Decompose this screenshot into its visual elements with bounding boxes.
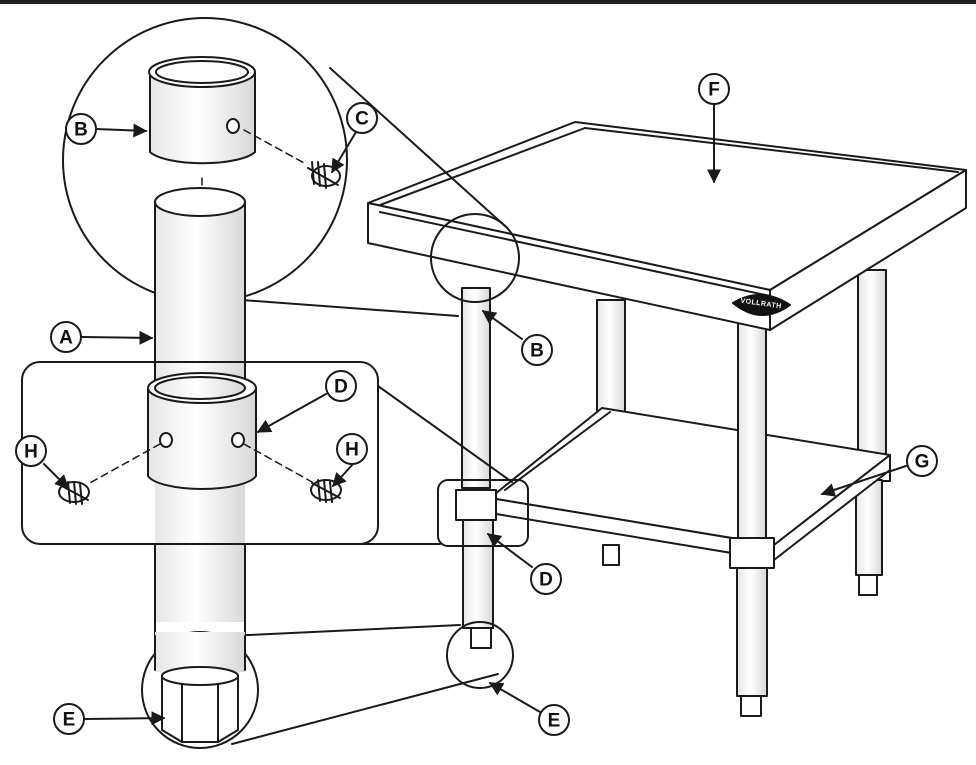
foot-tube <box>154 632 246 672</box>
top-sleeve <box>148 56 256 165</box>
callout-b-table-circle <box>521 334 553 366</box>
callout-d-table-circle <box>530 563 562 595</box>
callout-f-label: F <box>708 80 720 101</box>
callout-h-left-circle <box>15 435 47 467</box>
brand-badge <box>732 294 791 316</box>
callout-h-left-label: H <box>24 442 38 463</box>
leader-arrows <box>43 103 907 726</box>
callout-h-right-label: H <box>345 440 359 461</box>
callout-c-label: C <box>355 109 369 130</box>
callout-f-circle <box>698 73 730 105</box>
top-border <box>0 0 976 4</box>
work-table <box>367 121 967 717</box>
callout-a-label: A <box>59 328 73 349</box>
callout-a-circle <box>50 321 82 353</box>
screw-h-left-guide <box>87 443 161 485</box>
callout-d-detail-circle <box>325 370 357 402</box>
exploded-leg <box>21 17 379 749</box>
callout-e-table-circle <box>538 704 570 736</box>
callout-b-detail-label: B <box>74 120 88 141</box>
front-right-leg <box>729 319 775 717</box>
callout-d-detail-label: D <box>334 377 348 398</box>
back-right-leg <box>851 269 891 596</box>
undershelf <box>489 407 891 561</box>
front-left-leg <box>455 287 497 649</box>
callout-markers <box>15 73 938 736</box>
callout-e-detail-label: E <box>63 710 76 731</box>
callout-h-right-circle <box>336 433 368 465</box>
screw-c-guide <box>243 129 307 165</box>
detail-circle-foot <box>446 621 514 689</box>
callout-g-label: G <box>915 452 930 473</box>
back-left-leg <box>596 299 626 566</box>
callout-b-table-label: B <box>530 341 544 362</box>
detail-circle-top-joint <box>430 213 520 303</box>
callout-c-circle <box>346 102 378 134</box>
shelf-sleeve <box>147 372 257 490</box>
callout-b-detail-circle <box>65 113 97 145</box>
callout-d-table-label: D <box>539 570 553 591</box>
screw-h-right-guide <box>243 443 313 483</box>
table-top <box>367 121 967 331</box>
callout-e-table-label: E <box>548 711 561 732</box>
bullet-foot <box>161 666 239 743</box>
callout-e-detail-circle <box>53 703 85 735</box>
detail-box-shelf-joint <box>437 479 529 547</box>
callout-g-circle <box>906 445 938 477</box>
